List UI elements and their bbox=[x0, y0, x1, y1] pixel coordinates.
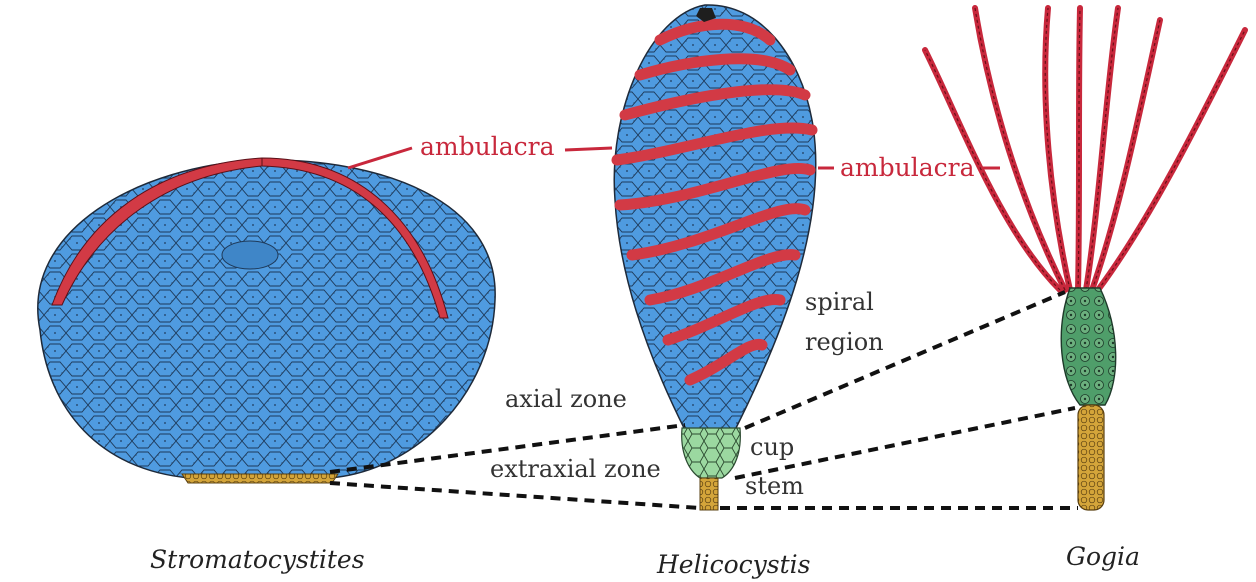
ambulacra-leader-lines bbox=[347, 146, 1000, 170]
stromatocystites-body bbox=[37, 159, 496, 479]
helicocystis-cup bbox=[681, 427, 741, 479]
helicocystis-stem bbox=[699, 477, 719, 511]
extraxial-zone-label: extraxial zone bbox=[490, 455, 661, 483]
gogia-brachiole-detail bbox=[924, 7, 1246, 291]
helicocystis-apex bbox=[696, 8, 716, 22]
spiral-region-label-line2: region bbox=[805, 328, 884, 356]
gogia-stem bbox=[1077, 404, 1105, 511]
homology-dashed-lines bbox=[329, 290, 1078, 510]
species-name-helicocystis: Helicocystis bbox=[656, 550, 810, 579]
spiral-region-label-line1: spiral bbox=[805, 288, 874, 316]
gogia-theca bbox=[1060, 287, 1117, 406]
gogia-brachioles bbox=[922, 5, 1248, 293]
helicocystis-figure bbox=[611, 4, 818, 511]
ambulacra-label-left: ambulacra bbox=[420, 132, 555, 161]
stromatocystites-mouth bbox=[221, 240, 279, 270]
stromatocystites-figure bbox=[37, 157, 496, 484]
species-name-gogia: Gogia bbox=[1066, 542, 1140, 571]
species-name-stromatocystites: Stromatocystites bbox=[150, 545, 365, 574]
ambulacra-label-right: ambulacra bbox=[840, 153, 975, 182]
stromatocystites-base bbox=[181, 473, 339, 484]
stromatocystites-ambulacrum-right bbox=[261, 157, 449, 319]
helicocystis-spiral-ambulacra bbox=[611, 18, 818, 386]
cup-label: cup bbox=[750, 433, 794, 461]
axial-zone-label: axial zone bbox=[505, 385, 627, 413]
gogia-figure bbox=[922, 5, 1248, 511]
stem-label: stem bbox=[745, 472, 804, 500]
